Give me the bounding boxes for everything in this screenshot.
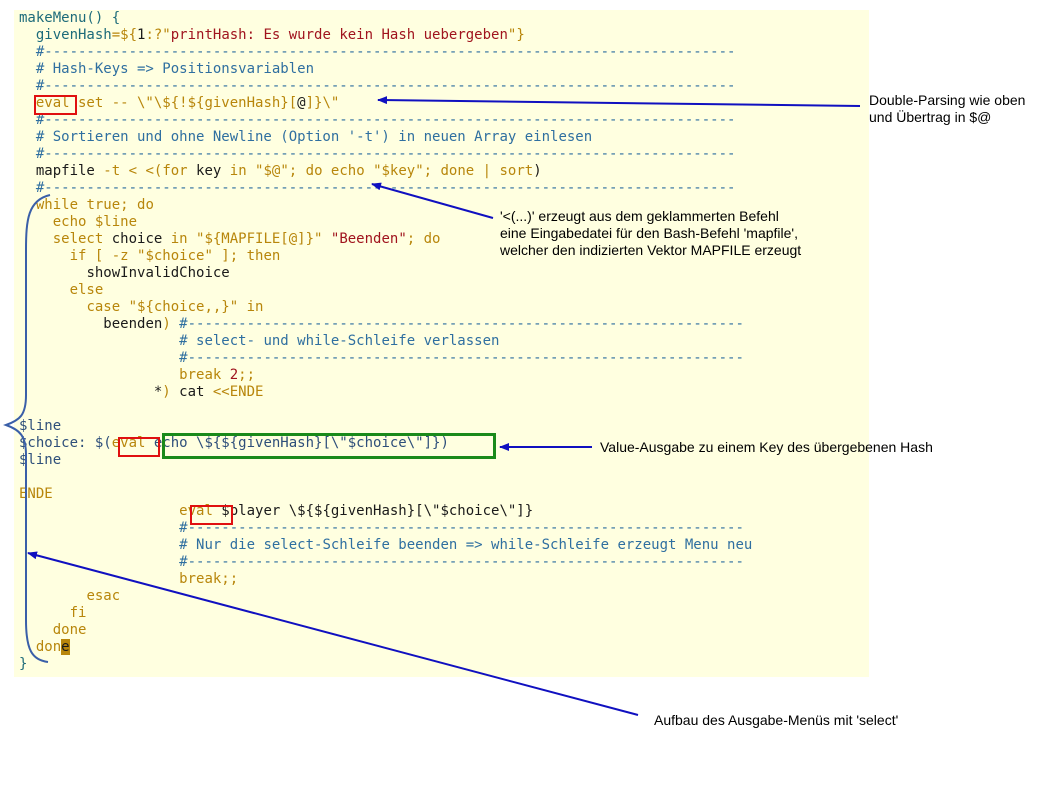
code-line-6: eval set -- \"\${!${givenHash}[@]}\"	[35, 95, 340, 111]
code-line-4: # Hash-Keys => Positionsvariablen	[35, 61, 315, 77]
code-panel	[14, 10, 869, 677]
echo-highlight-box	[162, 433, 496, 459]
eval-highlight-box-3	[190, 505, 233, 525]
code-line-31: #---------------------------------------…	[179, 520, 744, 536]
annotation-process-subst: '<(...)' erzeugt aus dem geklammerten Be…	[500, 208, 802, 258]
code-line-30: eval $player \${${givenHash}[\"$choice\"…	[179, 503, 534, 519]
code-line-19: beenden) #------------------------------…	[103, 316, 744, 332]
code-line-35: esac	[86, 588, 121, 604]
code-line-13: echo $line	[52, 214, 138, 230]
code-line-8: # Sortieren und ohne Newline (Option '-t…	[35, 129, 593, 145]
annotation-double-parsing: Double-Parsing wie oben und Übertrag in …	[869, 92, 1026, 125]
code-line-32: # Nur die select-Schleife beenden => whi…	[179, 537, 753, 553]
code-line-38: done	[35, 639, 70, 655]
arrow-double-parsing	[377, 96, 861, 107]
code-line-22: break 2;;	[179, 367, 256, 383]
code-line-33: #---------------------------------------…	[179, 554, 744, 570]
annotation-menu-build: Aufbau des Ausgabe-Menüs mit 'select'	[654, 712, 899, 728]
arrow-menu-build	[27, 551, 639, 716]
code-line-17: else	[69, 282, 104, 298]
eval-highlight-box-2	[118, 437, 160, 457]
code-line-39: }	[19, 656, 28, 672]
code-line-37: done	[52, 622, 87, 638]
code-line-7: #---------------------------------------…	[35, 112, 736, 128]
code-line-36: fi	[69, 605, 87, 621]
code-line-12: while true; do	[35, 197, 154, 213]
eval-highlight-box-1	[34, 95, 77, 115]
code-line-1: makeMenu() {	[19, 10, 121, 26]
code-line-23: *) cat <<ENDE	[153, 384, 264, 400]
code-line-26: $choice: $(eval echo \${${givenHash}[\"$…	[19, 435, 449, 451]
code-line-9: #---------------------------------------…	[35, 146, 736, 162]
code-line-14: select choice in "${MAPFILE[@]}" "Beende…	[52, 231, 441, 247]
code-line-2: givenHash=${1:?"printHash: Es wurde kein…	[19, 27, 525, 43]
code-line-34: break;;	[179, 571, 239, 587]
code-line-18: case "${choice,,}" in	[86, 299, 264, 315]
code-line-3: #---------------------------------------…	[35, 44, 736, 60]
code-line-20: # select- und while-Schleife verlassen	[179, 333, 500, 349]
code-line-29: ENDE	[19, 486, 53, 502]
code-line-25: $line	[19, 418, 62, 434]
code-line-16: showInvalidChoice	[86, 265, 230, 281]
code-line-15: if [ -z "$choice" ]; then	[69, 248, 281, 264]
arrow-process-subst	[371, 182, 494, 219]
code-line-10: mapfile -t < <(for key in "$@"; do echo …	[35, 163, 542, 179]
code-line-27: $line	[19, 452, 62, 468]
code-line-5: #---------------------------------------…	[35, 78, 736, 94]
annotation-value-output: Value-Ausgabe zu einem Key des übergeben…	[600, 439, 933, 455]
loop-brace	[3, 194, 51, 663]
code-line-21: #---------------------------------------…	[179, 350, 744, 366]
